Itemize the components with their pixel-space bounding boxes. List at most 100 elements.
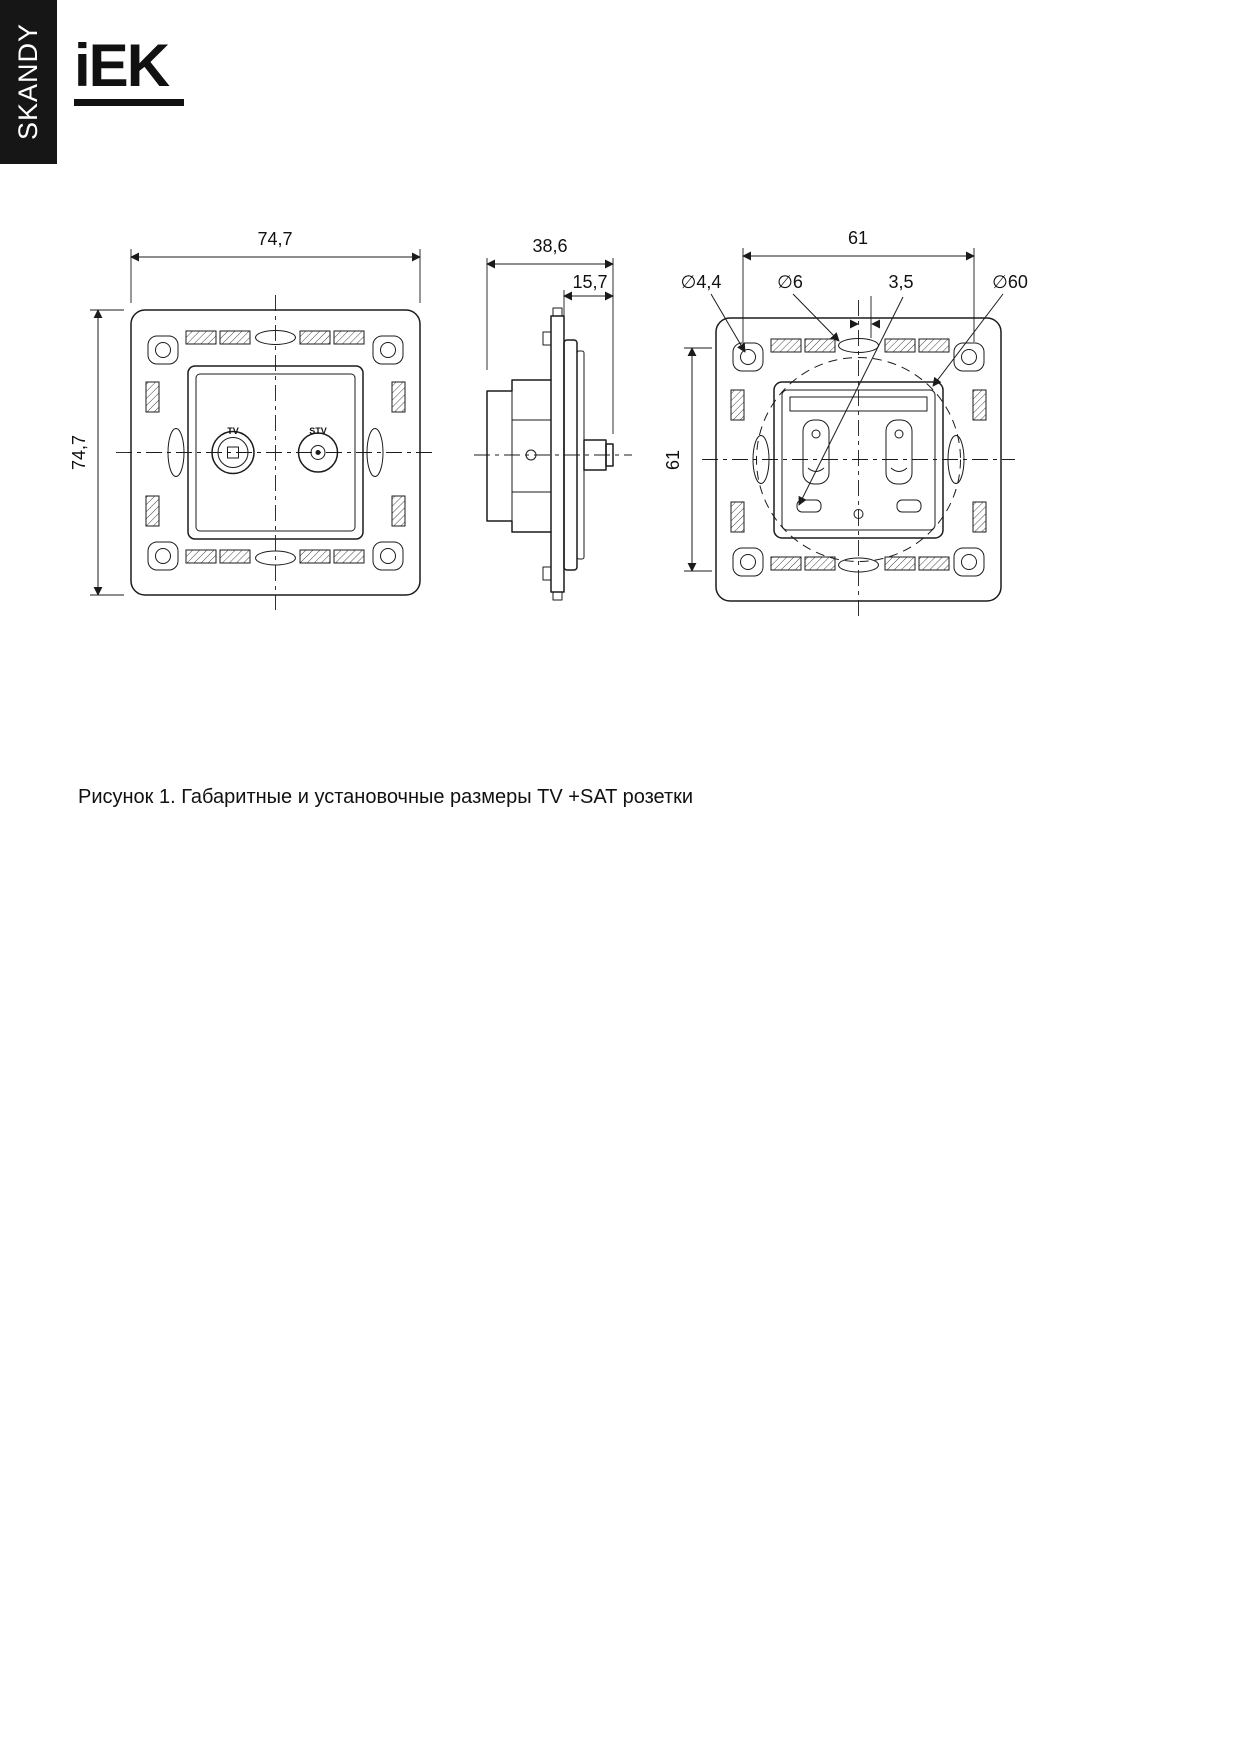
front-slot bbox=[333, 330, 365, 345]
side-claw-hook bbox=[542, 331, 551, 346]
front-oval-slot bbox=[255, 330, 296, 345]
front-oval-slot bbox=[255, 550, 296, 566]
back-center-hole bbox=[853, 509, 864, 519]
back-corner-hole bbox=[961, 554, 977, 570]
back-oval-slot bbox=[947, 435, 965, 484]
front-oval-slot bbox=[167, 428, 185, 477]
back-slot bbox=[804, 556, 836, 571]
side-mounting-plate bbox=[550, 315, 565, 593]
back-slot bbox=[918, 556, 950, 571]
install-circle bbox=[756, 357, 961, 562]
back-slot bbox=[972, 501, 987, 533]
front-corner-hole bbox=[380, 342, 396, 358]
back-claw-seat bbox=[953, 342, 985, 372]
tv-connector-ring bbox=[217, 437, 249, 468]
back-slot bbox=[770, 338, 802, 353]
front-view-drawing: TV STV 74,7 74,7 bbox=[69, 229, 435, 610]
offset-dim-label: 3,5 bbox=[888, 272, 913, 292]
brand-logo: iEK bbox=[74, 36, 184, 106]
front-slot bbox=[185, 330, 217, 345]
back-hook bbox=[796, 499, 822, 513]
front-width-dimension: 74,7 bbox=[257, 229, 292, 249]
front-slot bbox=[299, 330, 331, 345]
back-slot bbox=[730, 501, 745, 533]
side-total-depth-dimension: 38,6 bbox=[532, 236, 567, 256]
side-connector-tip bbox=[605, 443, 614, 467]
back-claw-screw bbox=[811, 429, 821, 439]
front-height-dimension: 74,7 bbox=[69, 435, 89, 470]
back-slot bbox=[730, 389, 745, 421]
stv-connector bbox=[297, 432, 339, 473]
front-slot bbox=[145, 495, 160, 527]
back-mechanism-housing-inner bbox=[781, 389, 936, 531]
tv-connector-label: TV bbox=[227, 426, 239, 436]
front-claw-seat bbox=[372, 335, 404, 365]
side-plate-tab bbox=[552, 591, 563, 601]
front-face-plate bbox=[187, 365, 364, 540]
back-claw-screw bbox=[894, 429, 904, 439]
leader-corner-hole bbox=[710, 293, 746, 353]
back-oval-slot bbox=[752, 435, 770, 484]
back-width-dimension: 61 bbox=[848, 228, 868, 248]
front-claw-seat bbox=[372, 541, 404, 571]
back-slot bbox=[770, 556, 802, 571]
back-oval-slot bbox=[838, 557, 879, 573]
front-slot bbox=[299, 549, 331, 564]
back-corner-hole bbox=[740, 349, 756, 365]
stv-connector-ring bbox=[310, 445, 326, 460]
back-corner-hole bbox=[961, 349, 977, 365]
front-corner-hole bbox=[155, 548, 171, 564]
back-mounting-frame bbox=[715, 317, 1002, 602]
back-slot bbox=[918, 338, 950, 353]
stv-connector-label: STV bbox=[309, 426, 327, 436]
leader-offset-long bbox=[798, 296, 904, 506]
front-corner-hole bbox=[155, 342, 171, 358]
back-hook bbox=[896, 499, 922, 513]
back-view-drawing: 61 61 ∅4,4 ∅6 3,5 ∅60 bbox=[663, 228, 1028, 618]
back-claw-seat bbox=[732, 342, 764, 372]
front-face-plate-inner bbox=[195, 373, 356, 532]
front-slot bbox=[185, 549, 217, 564]
install-circle-dia-label: ∅60 bbox=[992, 272, 1028, 292]
back-claw-detail bbox=[890, 467, 908, 472]
front-oval-slot bbox=[366, 428, 384, 477]
back-slot bbox=[884, 338, 916, 353]
brand-logo-underline bbox=[74, 99, 184, 106]
front-claw-seat bbox=[147, 541, 179, 571]
slot-dia-label: ∅6 bbox=[777, 272, 803, 292]
side-screw bbox=[525, 449, 537, 461]
back-height-dimension: 61 bbox=[663, 450, 683, 470]
back-slot bbox=[884, 556, 916, 571]
side-rear-body-detail bbox=[512, 419, 551, 493]
back-claw-left bbox=[802, 419, 830, 485]
side-view-drawing: 38,6 15,7 bbox=[474, 236, 632, 601]
front-claw-seat bbox=[147, 335, 179, 365]
side-rear-body bbox=[486, 379, 552, 533]
brand-logo-text: iEK bbox=[74, 32, 170, 99]
back-claw-right bbox=[885, 419, 913, 485]
series-tab: SKANDY bbox=[0, 0, 57, 164]
back-corner-hole bbox=[740, 554, 756, 570]
corner-hole-dia-label: ∅4,4 bbox=[681, 272, 722, 292]
front-slot bbox=[333, 549, 365, 564]
front-mounting-frame bbox=[130, 309, 421, 596]
stv-connector-pin bbox=[315, 450, 321, 455]
front-slot bbox=[219, 330, 251, 345]
figure-caption: Рисунок 1. Габаритные и установочные раз… bbox=[78, 786, 694, 808]
back-terminal-strip bbox=[789, 396, 928, 412]
front-slot bbox=[391, 495, 406, 527]
technical-drawing: TV STV 74,7 74,7 bbox=[69, 228, 1028, 618]
back-claw-seat bbox=[732, 547, 764, 577]
tv-connector bbox=[211, 430, 255, 475]
front-slot bbox=[219, 549, 251, 564]
front-corner-hole bbox=[380, 548, 396, 564]
front-slot bbox=[391, 381, 406, 413]
leader-install-circle bbox=[932, 293, 1004, 387]
side-plate-tab bbox=[552, 307, 563, 317]
back-claw-seat bbox=[953, 547, 985, 577]
back-slot bbox=[804, 338, 836, 353]
front-slot bbox=[145, 381, 160, 413]
back-slot bbox=[972, 389, 987, 421]
leader-slot bbox=[792, 293, 840, 342]
